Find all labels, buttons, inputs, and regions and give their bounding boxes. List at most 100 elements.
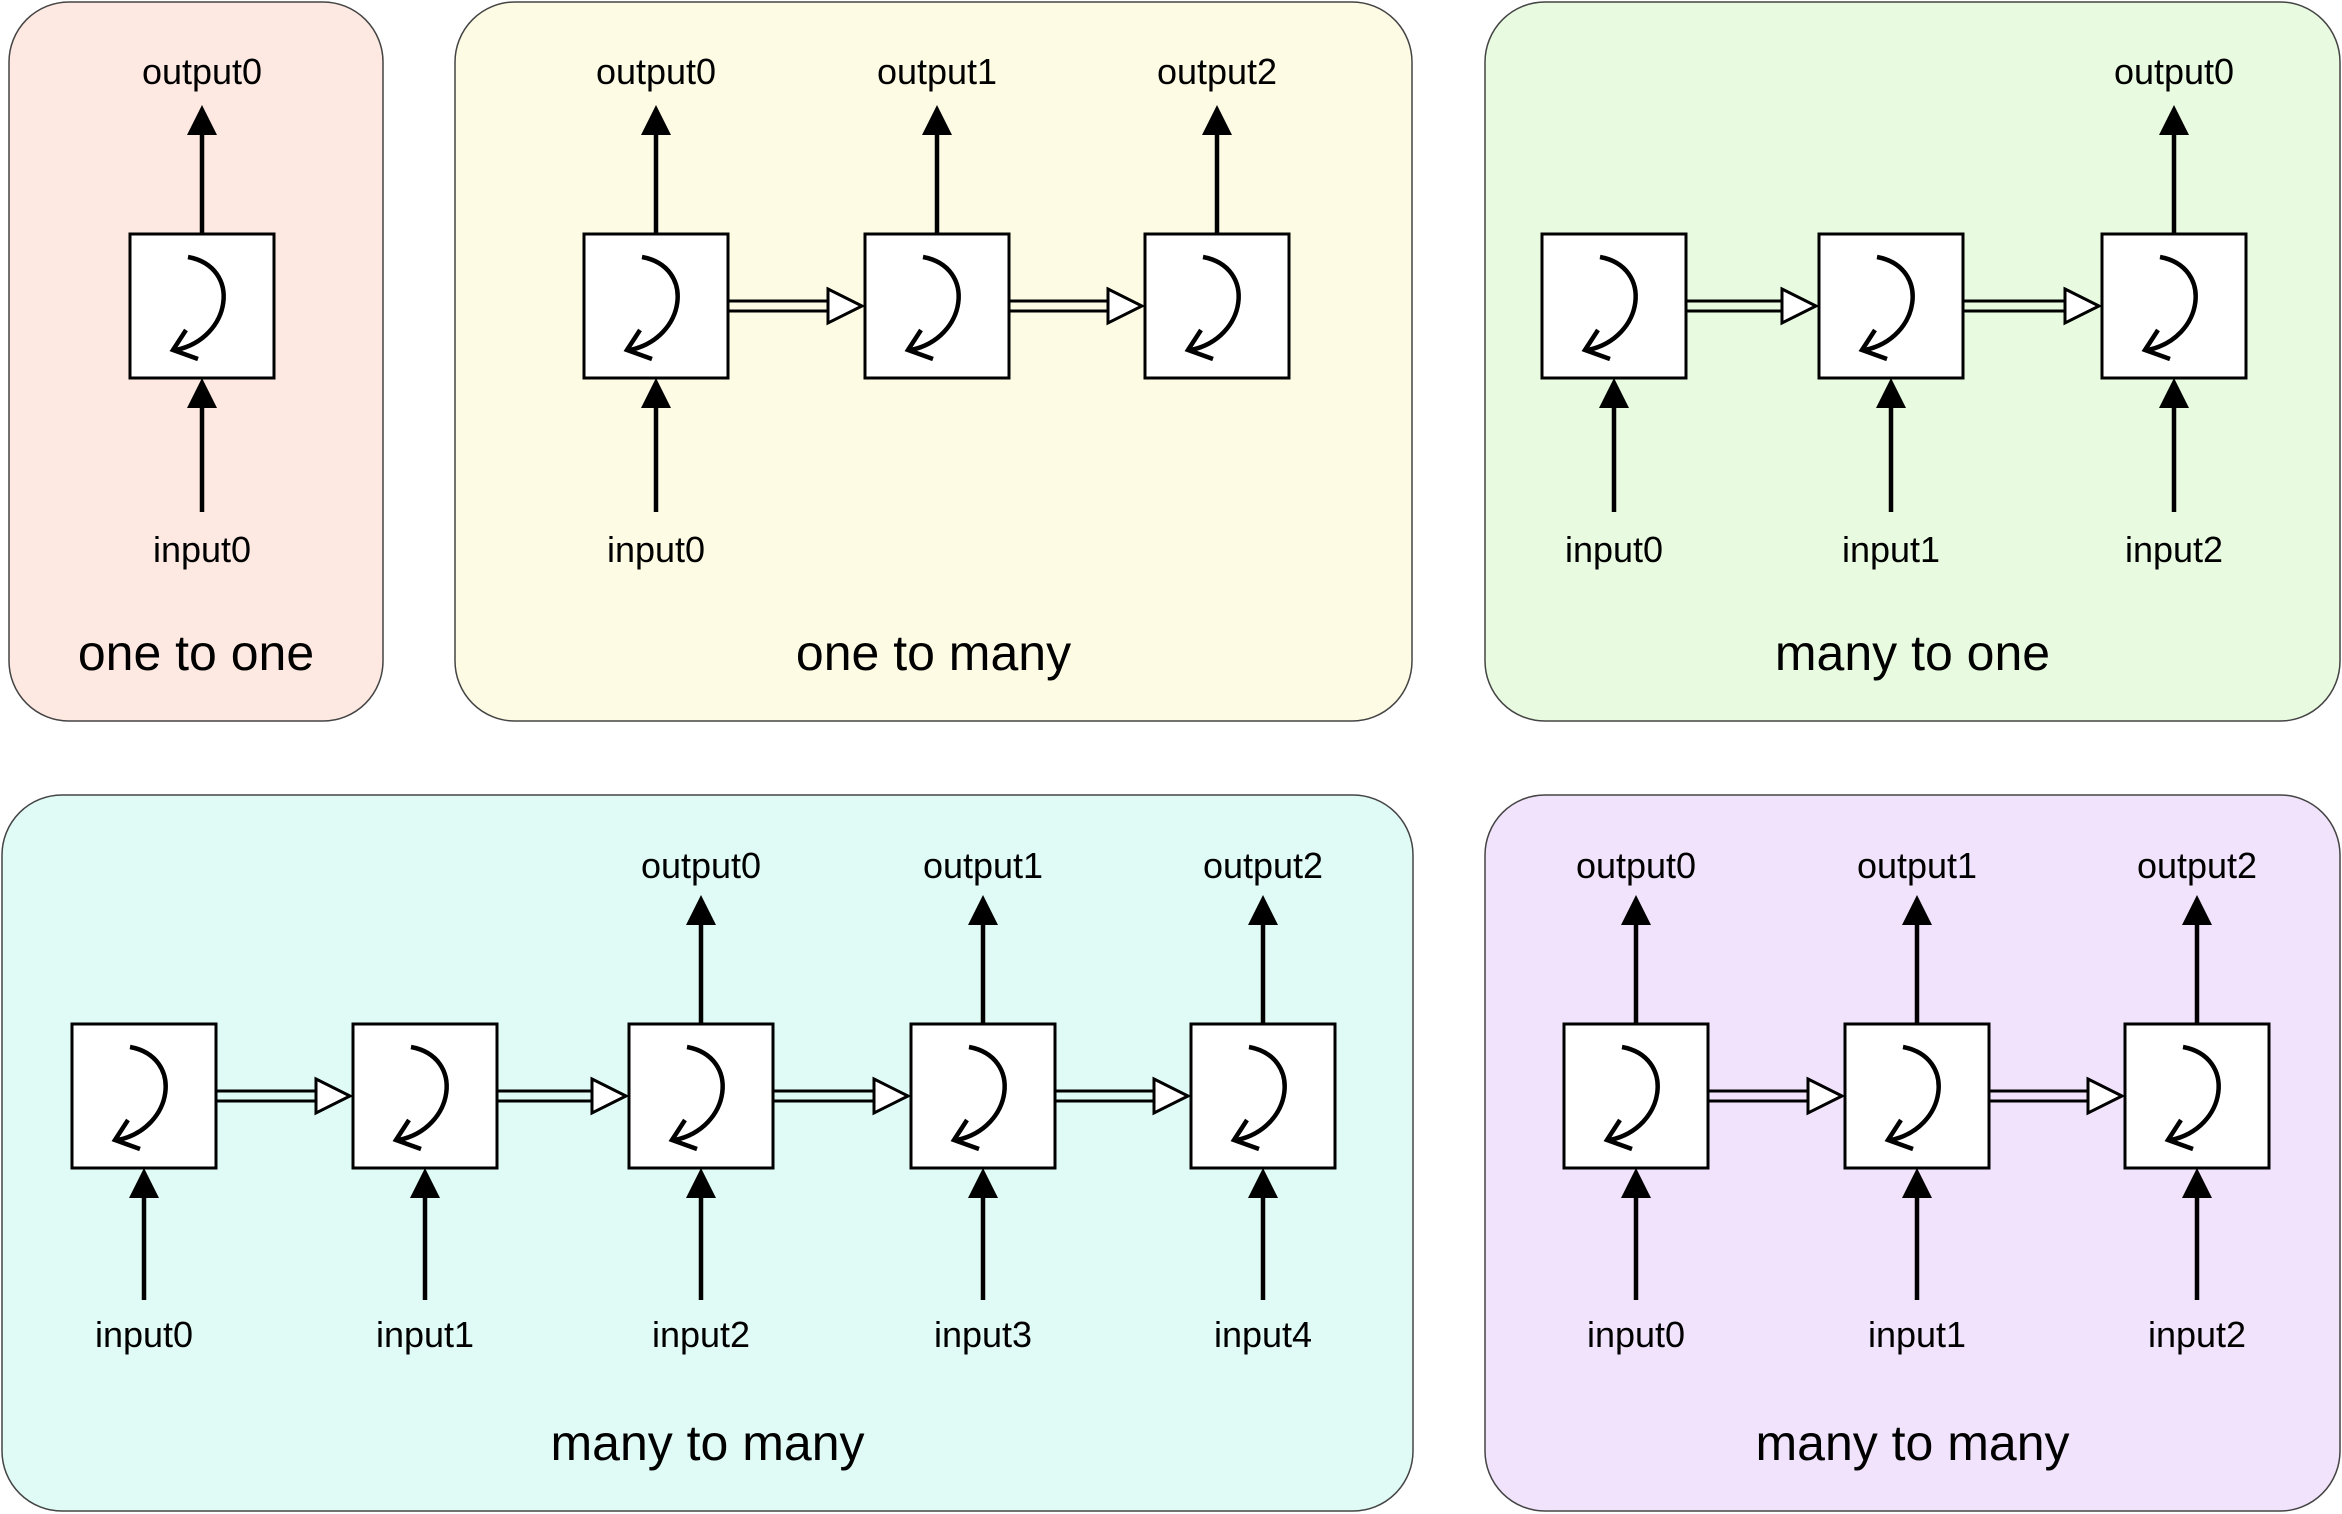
panel-title: many to many [1755,1415,2069,1471]
output-label: output0 [641,845,761,886]
input-arrow-head [1621,1168,1651,1198]
hidden-state-arrow-1-head [590,1076,630,1116]
recurrence-icon-curve [956,1044,1007,1143]
input-arrow-head [410,1168,440,1198]
recurrence-icon-tip [668,1118,698,1152]
hidden-state-arrow-2-head [872,1076,912,1116]
output-arrow-head [1621,895,1651,925]
input-label: input4 [1214,1314,1312,1355]
recurrence-icon-curve [1587,254,1638,353]
recurrence-icon-curve [674,1044,725,1143]
cell-box [1540,232,1688,380]
input-label: input1 [376,1314,474,1355]
cell-box [2123,1022,2271,1170]
rnn-cell-0: output0 input0 [128,51,276,570]
recurrence-icon-tip [2141,328,2171,362]
recurrence-icon-curve [1864,254,1915,353]
recurrence-icon-curve [117,1044,168,1143]
recurrence-icon-tip [1581,328,1611,362]
rnn-cell-2: output0 input2 [627,845,775,1355]
output-arrow-head [1248,895,1278,925]
input-label: input2 [2148,1314,2246,1355]
input-arrow-head [187,378,217,408]
input-arrow-head [968,1168,998,1198]
recurrence-icon-tip [1884,1118,1914,1152]
rnn-cell-1: input1 [1817,232,1965,570]
output-arrow-head [2182,895,2212,925]
input-label: input1 [1842,529,1940,570]
input-arrow-head [2159,378,2189,408]
recurrence-icon-curve [175,254,226,353]
hidden-state-arrow-0-head [826,286,866,326]
input-label: input0 [607,529,705,570]
recurrence-icon-curve [910,254,961,353]
hidden-state-arrow-0-head [314,1076,354,1116]
output-arrow-head [641,105,671,135]
output-label: output0 [596,51,716,92]
panel-title: many to one [1775,625,2050,681]
cell-box [1562,1022,1710,1170]
input-arrow-head [641,378,671,408]
output-arrow-head [686,895,716,925]
cell-box [2100,232,2248,380]
input-label: input0 [1565,529,1663,570]
output-arrow-head [1902,895,1932,925]
recurrence-icon-tip [392,1118,422,1152]
input-label: input0 [153,529,251,570]
hidden-state-arrow-1-head [2086,1076,2126,1116]
recurrence-icon-tip [1603,1118,1633,1152]
rnn-cell-1: output1 input1 [1843,845,1991,1355]
recurrence-icon-tip [1230,1118,1260,1152]
recurrence-icon-tip [904,328,934,362]
output-arrow-head [922,105,952,135]
rnn-cell-0: input0 [70,1022,218,1355]
rnn-cell-0: input0 [1540,232,1688,570]
input-label: input0 [95,1314,193,1355]
output-arrow-head [1202,105,1232,135]
output-label: output2 [2137,845,2257,886]
output-label: output0 [1576,845,1696,886]
recurrence-icon-curve [2170,1044,2221,1143]
hidden-state-arrow-1-head [2063,286,2103,326]
output-label: output1 [877,51,997,92]
recurrence-icon-curve [1609,1044,1660,1143]
output-label: output0 [2114,51,2234,92]
input-arrow-head [2182,1168,2212,1198]
rnn-cell-1: input1 [351,1022,499,1355]
output-label: output0 [142,51,262,92]
output-label: output1 [1857,845,1977,886]
rnn-cell-2: output2 [1143,51,1291,380]
cell-box [70,1022,218,1170]
recurrence-icon-tip [111,1118,141,1152]
hidden-state-arrow-0-head [1806,1076,1846,1116]
output-label: output2 [1157,51,1277,92]
hidden-state-arrow-0-head [1780,286,1820,326]
recurrence-icon-tip [1184,328,1214,362]
rnn-cell-2: output2 input2 [2123,845,2271,1355]
recurrence-icon-curve [2147,254,2198,353]
recurrence-icon-curve [1890,1044,1941,1143]
recurrence-icon-tip [169,328,199,362]
cell-box [351,1022,499,1170]
recurrence-icon-curve [1190,254,1241,353]
output-arrow-head [968,895,998,925]
input-arrow-head [1902,1168,1932,1198]
output-label: output1 [923,845,1043,886]
cell-box [1817,232,1965,380]
cell-box [909,1022,1057,1170]
cell-box [627,1022,775,1170]
output-arrow-head [2159,105,2189,135]
panel-title: one to many [796,625,1071,681]
recurrence-icon-tip [623,328,653,362]
input-label: input2 [652,1314,750,1355]
input-label: input1 [1868,1314,1966,1355]
output-arrow-head [187,105,217,135]
